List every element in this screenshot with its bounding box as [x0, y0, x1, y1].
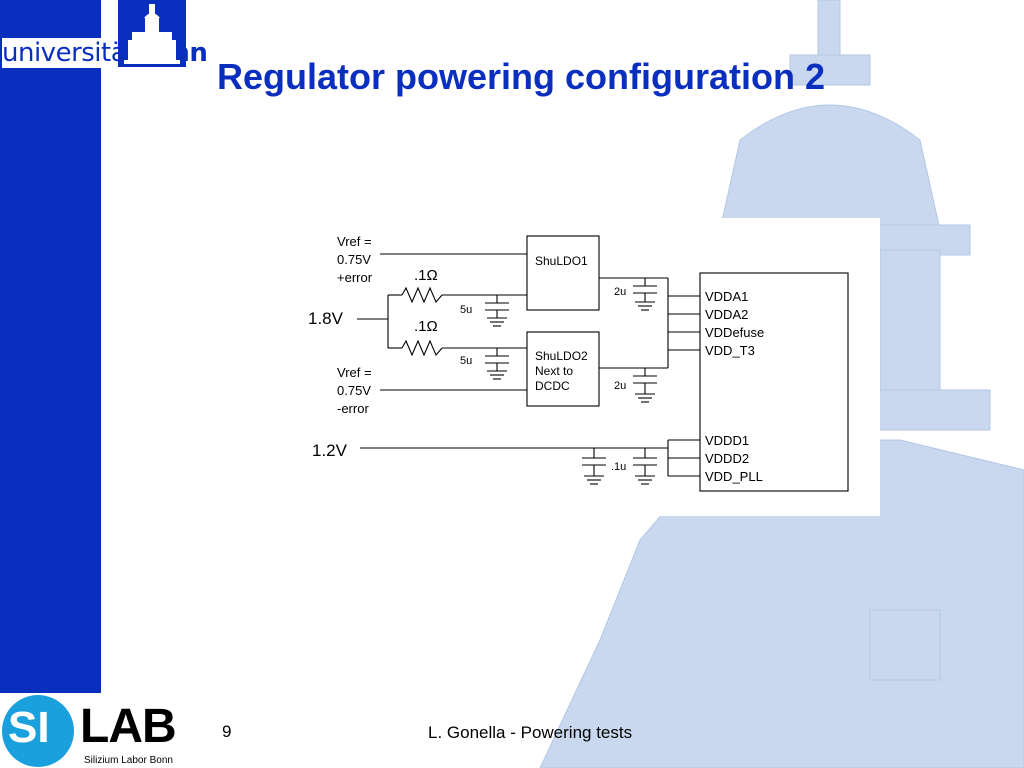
sidebar-band: [0, 0, 101, 695]
university-crest-icon: [118, 0, 186, 67]
silab-logo: SI LAB Silizium Labor Bonn: [0, 693, 200, 768]
cap-5u-top-label: 5u: [460, 304, 472, 316]
vref-bottom-line2: 0.75V: [337, 383, 371, 398]
shuldo1-label: ShuLDO1: [535, 254, 588, 268]
chip-box: [699, 272, 849, 492]
input-1v2-label: 1.2V: [312, 441, 348, 460]
page-number: 9: [222, 722, 232, 741]
chip-pin-vddd1: VDDD1: [705, 433, 749, 448]
chip-pin-vddd2: VDDD2: [705, 451, 749, 466]
cap-2u-top-label: 2u: [614, 286, 626, 298]
vref-top-line2: 0.75V: [337, 252, 371, 267]
logo-text-prefix: universität: [2, 38, 136, 68]
vref-bottom-line3: -error: [337, 401, 369, 416]
resistor-top-label: .1Ω: [414, 267, 438, 284]
silab-subtitle: Silizium Labor Bonn: [84, 755, 173, 766]
shuldo2-box: [526, 331, 600, 407]
shuldo2-label-line1: ShuLDO2: [535, 349, 588, 363]
chip-pin-vdd-pll: VDD_PLL: [705, 469, 763, 484]
footer-text: L. Gonella - Powering tests: [428, 723, 633, 742]
vref-bottom-line1: Vref =: [337, 365, 372, 380]
silab-si-text: SI: [8, 703, 50, 752]
cap-5u-bottom-label: 5u: [460, 355, 472, 367]
shuldo2-label-line2: Next to: [535, 364, 573, 378]
vref-top-line1: Vref =: [337, 234, 372, 249]
resistor-bottom-label: .1Ω: [414, 318, 438, 335]
chip-pin-vdda1: VDDA1: [705, 289, 748, 304]
cap-01u-label: .1u: [611, 461, 626, 473]
chip-pin-vdd-t3: VDD_T3: [705, 343, 755, 358]
shuldo1-box: [526, 235, 600, 311]
slide-title: Regulator powering configuration 2: [217, 56, 826, 97]
shuldo2-label-line3: DCDC: [535, 379, 570, 393]
chip-pin-vdda2: VDDA2: [705, 307, 748, 322]
vref-top-line3: +error: [337, 270, 373, 285]
schematic-background: [290, 218, 880, 516]
silab-circle-icon: [2, 695, 74, 767]
regulator-schematic: Vref = 0.75V +error 1.8V .1Ω .1Ω 5u 5u V…: [290, 218, 880, 516]
university-logo: universitätbonn: [0, 0, 208, 70]
chip-pin-vddefuse: VDDefuse: [705, 325, 764, 340]
silab-lab-text: LAB: [80, 700, 177, 753]
cap-2u-bottom-label: 2u: [614, 380, 626, 392]
input-1v8-label: 1.8V: [308, 309, 344, 328]
